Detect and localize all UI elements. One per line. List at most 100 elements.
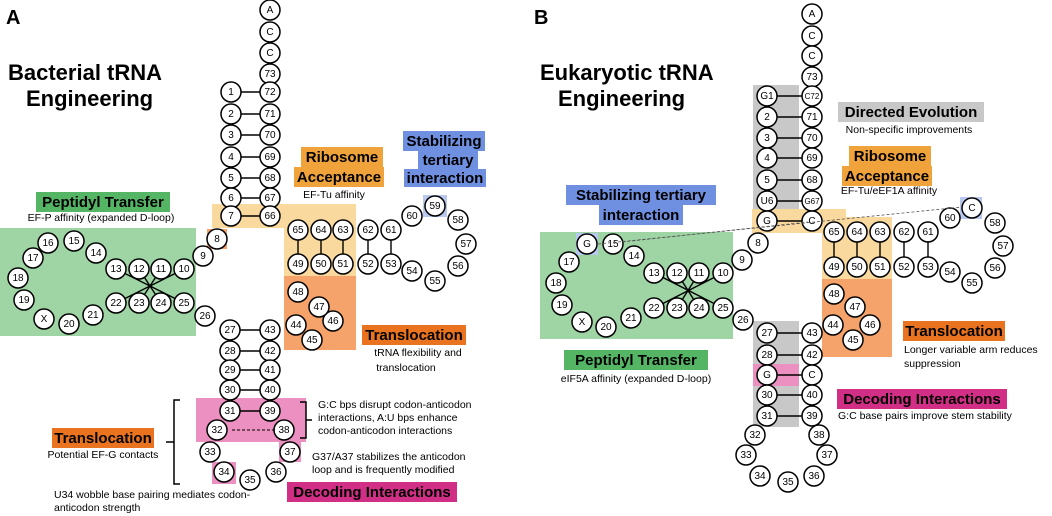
bacterial-nucleotide: 73 bbox=[259, 63, 281, 85]
decoding-title-a: Decoding Interactions bbox=[293, 484, 451, 501]
translocation-desc-a-1: tRNA flexibility and bbox=[374, 347, 462, 359]
svg-text:24: 24 bbox=[693, 303, 705, 314]
svg-text:21: 21 bbox=[87, 310, 99, 321]
panel-a-letter: A bbox=[6, 7, 20, 29]
tertiary-dash-b2 bbox=[621, 221, 809, 243]
bacterial-nucleotide: 39 bbox=[259, 400, 281, 422]
bacterial-nucleotide: 51 bbox=[332, 253, 354, 275]
eukaryotic-nucleotide: 60 bbox=[939, 207, 961, 229]
svg-text:59: 59 bbox=[429, 201, 441, 212]
eukaryotic-nucleotide: 21 bbox=[620, 307, 642, 329]
panel-b-title-1: Eukaryotic tRNA bbox=[540, 60, 714, 85]
eukaryotic-nucleotide: 2 bbox=[756, 106, 778, 128]
eukaryotic-nucleotide: 36 bbox=[803, 465, 825, 487]
svg-text:48: 48 bbox=[292, 287, 304, 298]
svg-text:70: 70 bbox=[806, 133, 818, 144]
svg-text:54: 54 bbox=[406, 266, 418, 277]
svg-text:58: 58 bbox=[452, 215, 464, 226]
eukaryotic-nucleotide: 43 bbox=[801, 322, 823, 344]
bacterial-nucleotide: 2 bbox=[220, 103, 242, 125]
eukaryotic-nucleotide: 53 bbox=[917, 256, 939, 278]
eukaryotic-nucleotide: 8 bbox=[747, 232, 769, 254]
svg-text:C72: C72 bbox=[805, 92, 820, 101]
bacterial-nucleotide: 26 bbox=[194, 305, 216, 327]
eukaryotic-nucleotide: C bbox=[801, 364, 823, 386]
bacterial-nucleotide: 62 bbox=[357, 219, 379, 241]
bracket-translocation-a bbox=[166, 399, 180, 485]
bacterial-nucleotide: 24 bbox=[150, 292, 172, 314]
eukaryotic-nucleotide: 44 bbox=[822, 314, 844, 336]
bacterial-nucleotide: 18 bbox=[7, 267, 29, 289]
svg-text:38: 38 bbox=[278, 425, 290, 436]
svg-text:20: 20 bbox=[63, 319, 75, 330]
svg-text:56: 56 bbox=[989, 263, 1001, 274]
bacterial-nucleotide: 13 bbox=[105, 258, 127, 280]
eukaryotic-nucleotide: C bbox=[801, 45, 823, 67]
svg-text:15: 15 bbox=[68, 236, 80, 247]
svg-text:12: 12 bbox=[133, 264, 145, 275]
bacterial-nucleotide: 65 bbox=[287, 219, 309, 241]
svg-text:42: 42 bbox=[806, 350, 818, 361]
svg-text:33: 33 bbox=[204, 447, 216, 458]
eukaryotic-nucleotide: 47 bbox=[844, 296, 866, 318]
eukaryotic-nucleotide: 5 bbox=[756, 169, 778, 191]
peptidyl-desc-a: EF-P affinity (expanded D-loop) bbox=[28, 212, 175, 224]
bacterial-nucleotide: 35 bbox=[239, 469, 261, 491]
svg-text:9: 9 bbox=[739, 255, 745, 266]
bacterial-nucleotide: 36 bbox=[265, 461, 287, 483]
bacterial-nucleotide: 67 bbox=[259, 187, 281, 209]
eukaryotic-nucleotide: 37 bbox=[816, 444, 838, 466]
decoding-desc-b: G:C base pairs improve stem stability bbox=[838, 410, 1013, 422]
svg-text:67: 67 bbox=[264, 193, 276, 204]
bacterial-nucleotide: 30 bbox=[219, 379, 241, 401]
eukaryotic-nucleotide: 26 bbox=[732, 309, 754, 331]
eukaryotic-nucleotide: G bbox=[756, 210, 778, 232]
svg-text:46: 46 bbox=[327, 316, 339, 327]
panel-a-title-2: Engineering bbox=[26, 86, 153, 111]
eukaryotic-nucleotide: 42 bbox=[801, 344, 823, 366]
eukaryotic-nucleotide: 70 bbox=[801, 127, 823, 149]
svg-text:2: 2 bbox=[764, 112, 770, 123]
svg-text:40: 40 bbox=[264, 385, 276, 396]
svg-text:C: C bbox=[968, 203, 975, 214]
panel-a-title-1: Bacterial tRNA bbox=[8, 60, 162, 85]
bacterial-nucleotide: C bbox=[259, 21, 281, 43]
bacterial-nucleotide: 59 bbox=[424, 195, 446, 217]
stabilizing-title-b-1: Stabilizing tertiary bbox=[576, 187, 707, 204]
eukaryotic-nucleotide: 57 bbox=[992, 235, 1014, 257]
eukaryotic-nucleotide: 64 bbox=[846, 221, 868, 243]
eukaryotic-nucleotide: 15 bbox=[602, 233, 624, 255]
svg-text:47: 47 bbox=[313, 302, 325, 313]
bacterial-nucleotide: 53 bbox=[380, 253, 402, 275]
eukaryotic-nucleotide: 63 bbox=[869, 221, 891, 243]
svg-text:36: 36 bbox=[808, 471, 820, 482]
svg-text:27: 27 bbox=[224, 325, 236, 336]
bacterial-nucleotide: 6 bbox=[220, 187, 242, 209]
svg-text:57: 57 bbox=[997, 241, 1009, 252]
svg-text:X: X bbox=[579, 317, 586, 328]
svg-text:50: 50 bbox=[315, 259, 327, 270]
eukaryotic-nucleotide: G1 bbox=[756, 85, 778, 107]
eukaryotic-nucleotide: G bbox=[576, 233, 598, 255]
svg-text:C: C bbox=[808, 370, 815, 381]
bacterial-nucleotide: 14 bbox=[85, 242, 107, 264]
bacterial-nucleotide: 47 bbox=[308, 296, 330, 318]
stabilizing-title-a-1: Stabilizing bbox=[407, 133, 482, 150]
eukaryotic-nucleotide: 30 bbox=[756, 384, 778, 406]
svg-text:33: 33 bbox=[740, 450, 752, 461]
svg-text:71: 71 bbox=[264, 109, 276, 120]
bacterial-nucleotide: 70 bbox=[259, 124, 281, 146]
svg-text:46: 46 bbox=[864, 320, 876, 331]
bacterial-nucleotide: 64 bbox=[310, 219, 332, 241]
bacterial-nucleotide: 71 bbox=[259, 103, 281, 125]
bacterial-nucleotide: 37 bbox=[279, 441, 301, 463]
svg-text:48: 48 bbox=[828, 289, 840, 300]
svg-text:10: 10 bbox=[717, 268, 729, 279]
svg-text:37: 37 bbox=[821, 450, 833, 461]
svg-text:23: 23 bbox=[671, 303, 683, 314]
bacterial-nucleotide: 21 bbox=[82, 304, 104, 326]
eukaryotic-nucleotide: 71 bbox=[801, 106, 823, 128]
svg-text:23: 23 bbox=[133, 298, 145, 309]
panel-b-title-2: Engineering bbox=[558, 86, 685, 111]
svg-text:58: 58 bbox=[989, 218, 1001, 229]
